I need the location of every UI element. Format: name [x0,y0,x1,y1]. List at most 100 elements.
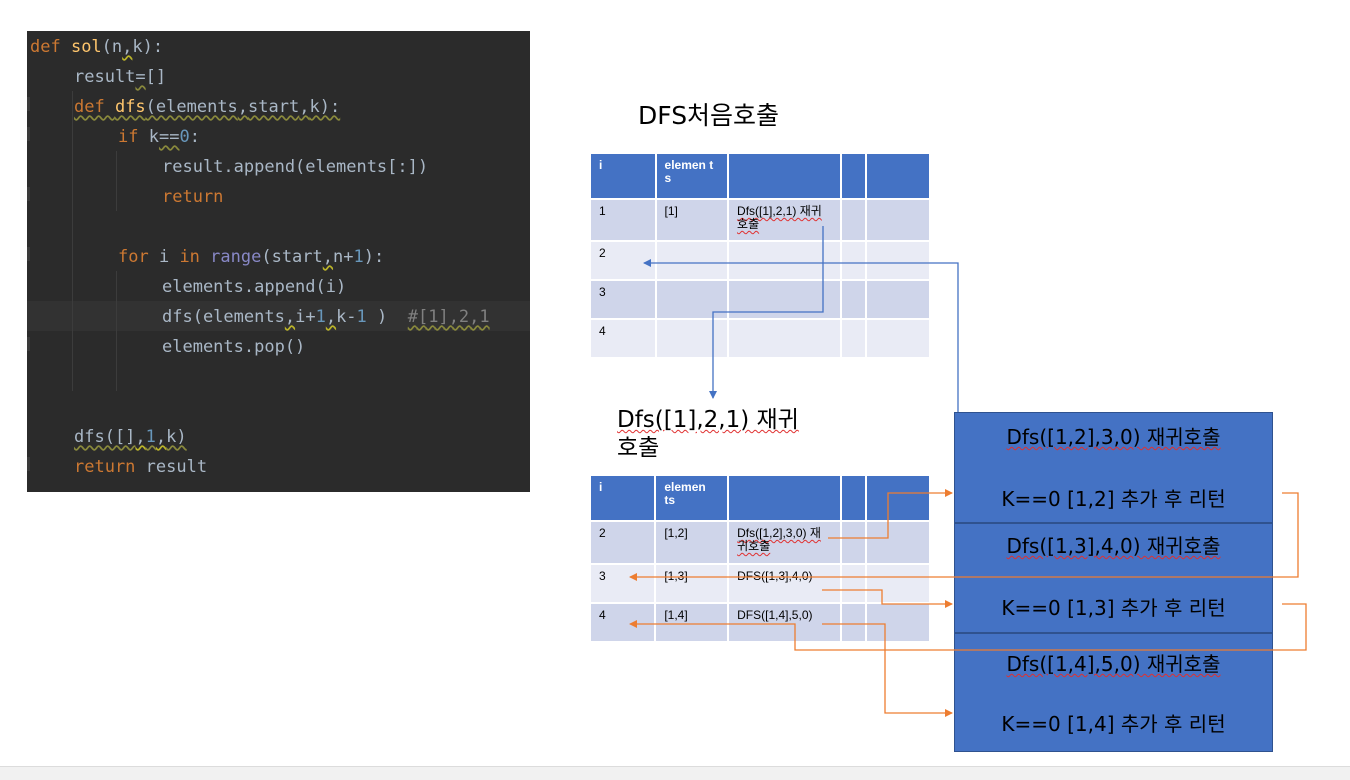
code-token: k [148,127,159,147]
table-row: 2 [589,240,932,281]
cell-elements: [1,3] [654,563,730,604]
code-token: 1 [315,307,326,327]
code-token: 1 [145,427,156,447]
code-line[interactable]: return [162,182,223,212]
indent-guide [72,91,73,391]
code-token: k) [166,427,187,447]
cell-i: 3 [589,279,657,320]
table-row: 4 [589,318,932,359]
cell [839,318,867,359]
call-label: Dfs([1,3],4,0) 재귀호출 [1006,534,1221,558]
table-first-call: i elemen ts 1 [1] Dfs([1],2,1) 재귀호출 2 3 … [589,152,932,359]
call-label: Dfs([1,2],3,0) 재귀호출 [1006,425,1221,449]
indent-guide [116,271,117,391]
header-cell [727,152,842,200]
code-line[interactable]: return result [74,452,207,482]
code-token: , [135,427,146,447]
code-token: k- [336,307,357,327]
code-token: k): [309,97,341,117]
code-line[interactable]: elements.append(i) [162,272,346,302]
code-line[interactable]: def dfs(elements,start,k): [74,92,340,122]
call-label: Dfs([1,4],5,0) 재귀호출 [1006,652,1221,676]
cell [839,602,867,643]
table-row: 4 [1,4] DFS([1,4],5,0) [588,602,932,643]
cell [839,240,867,281]
code-token: [] [145,67,167,87]
cell-i: 1 [589,198,657,242]
code-token: (elements [145,97,238,117]
code-token: in [179,247,211,267]
code-line[interactable]: result.append(elements[:]) [162,152,428,182]
code-token: , [325,307,337,327]
code-editor[interactable]: def sol(n,k):result=[]def dfs(elements,s… [27,31,530,492]
header-cell [864,474,932,522]
code-token: for [118,247,159,267]
table-row: 1 [1] Dfs([1],2,1) 재귀호출 [589,198,932,242]
fold-marker[interactable] [27,337,30,351]
table-header-row: i elemen ts [588,474,932,522]
cell [864,602,932,643]
code-token: def [74,97,115,117]
code-token: == [158,127,180,147]
cell-elements [654,279,730,320]
code-token: = [135,67,146,87]
code-token: def [30,37,71,57]
heading-recursive-call: Dfs([1],2,1) 재귀 호출 [617,406,799,462]
bottom-scrollbar[interactable] [0,766,1350,780]
code-line[interactable]: result=[] [74,62,166,92]
code-token: result [145,457,208,477]
fold-marker[interactable] [27,187,30,201]
code-token: elements.append(i) [162,277,347,297]
result-label: K==0 [1,2] 추가 후 리턴 [1001,487,1226,511]
code-token: result.append(elements[:]) [162,157,429,177]
code-token: , [122,37,133,57]
code-token: i [158,247,180,267]
call-box-1-3: Dfs([1,3],4,0) 재귀호출 K==0 [1,3] 추가 후 리턴 [954,523,1273,633]
code-token: dfs(elements [162,307,285,327]
code-token: n+ [333,247,354,267]
fold-marker[interactable] [27,247,30,261]
code-token: if [118,127,149,147]
code-token: i+ [295,307,316,327]
fold-marker[interactable] [27,97,30,111]
fold-marker[interactable] [27,457,30,471]
cell-elements: [1] [654,198,730,242]
table-row: 3 [1,3] DFS([1,3],4,0) [588,563,932,604]
cell-call: DFS([1,3],4,0) [727,563,842,604]
cell [864,279,932,320]
code-line[interactable]: for i in range(start,n+1): [118,242,384,272]
cell [839,279,867,320]
code-token: sol [70,37,102,57]
cell-call: Dfs([1,2],3,0) 재귀호출 [727,520,842,565]
cell [864,563,932,604]
code-token: dfs([] [74,427,136,447]
fold-marker[interactable] [27,127,30,141]
cell-call: Dfs([1],2,1) 재귀호출 [727,198,842,242]
code-token: return [162,187,224,207]
indent-guide [116,151,117,211]
code-line[interactable]: def sol(n,k): [30,32,163,62]
table-row: 3 [589,279,932,320]
header-cell-i: i [588,474,657,522]
code-line[interactable]: elements.pop() [162,332,305,362]
code-token: start [248,97,300,117]
cell-i: 4 [589,318,657,359]
code-token: , [155,427,167,447]
header-cell [839,152,867,200]
code-token: elements.pop() [162,337,306,357]
header-cell-elements: elemen ts [654,152,730,200]
code-token: dfs [114,97,146,117]
code-line[interactable]: if k==0: [118,122,200,152]
code-line[interactable]: dfs([],1,k) [74,422,187,452]
code-line[interactable]: dfs(elements,i+1,k-1 ) #[1],2,1 [162,302,490,332]
code-token: range [210,247,262,267]
cell-i: 2 [588,520,657,565]
code-token: result [74,67,136,87]
cell [864,198,932,242]
cell-call: DFS([1,4],5,0) [727,602,842,643]
cell [864,520,932,565]
cell-i: 3 [588,563,657,604]
table-header-row: i elemen ts [589,152,932,200]
code-token: 0 [179,127,190,147]
code-token: ): [363,247,385,267]
